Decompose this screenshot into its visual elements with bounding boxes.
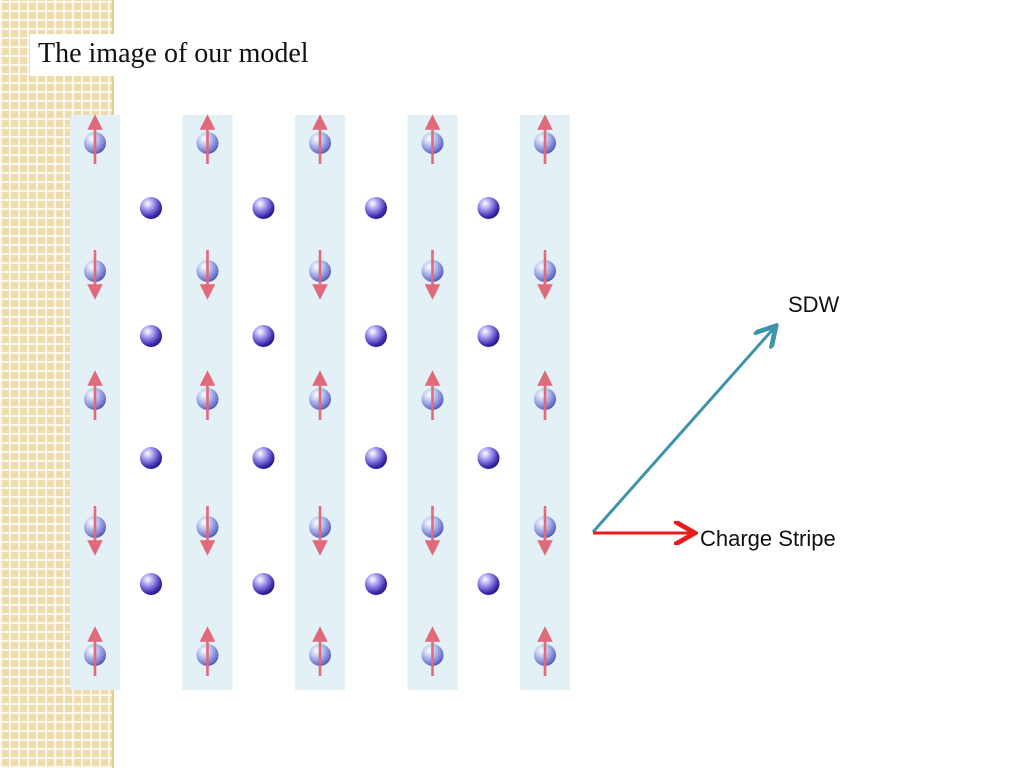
interstitial-atom [477,325,500,347]
interstitial-atom [365,573,387,595]
interstitial-atom [365,325,387,347]
spin-site [421,250,444,300]
interstitial-atom [477,197,500,219]
interstitial-atom [252,197,275,219]
spin-site [534,506,556,556]
spin-site [309,506,331,556]
interstitial-atom [252,325,275,347]
sdw-label: SDW [788,292,840,317]
interstitial-atom [140,197,162,219]
interstitial-atom [477,573,500,595]
atom-layer [84,114,556,676]
spin-site [196,370,219,420]
interstitial-atom [140,447,162,469]
interstitial-atom [140,573,162,595]
spin-site [84,626,106,676]
vector-layer [591,328,774,533]
spin-site [309,114,331,164]
title-box: The image of our model [30,34,319,76]
charge-stripe-label: Charge Stripe [700,526,836,551]
spin-site [84,506,106,556]
spin-site [309,250,331,300]
spin-site [309,370,331,420]
spin-site [84,370,106,420]
spin-site [84,114,106,164]
slide-title: The image of our model [38,38,309,69]
interstitial-atom [477,447,500,469]
spin-site [534,250,556,300]
spin-site [309,626,331,676]
interstitial-atom [140,325,162,347]
spin-site [196,250,219,300]
sdw-arrow [591,328,774,533]
interstitial-atom [252,573,275,595]
spin-site [196,114,219,164]
spin-site [421,626,444,676]
spin-site [534,114,556,164]
spin-site [196,626,219,676]
interstitial-atom [365,447,387,469]
interstitial-atom [252,447,275,469]
spin-site [196,506,219,556]
spin-site [421,370,444,420]
spin-site [421,114,444,164]
spin-site [84,250,106,300]
spin-site [421,506,444,556]
spin-site [534,626,556,676]
spin-site [534,370,556,420]
interstitial-atom [365,197,387,219]
